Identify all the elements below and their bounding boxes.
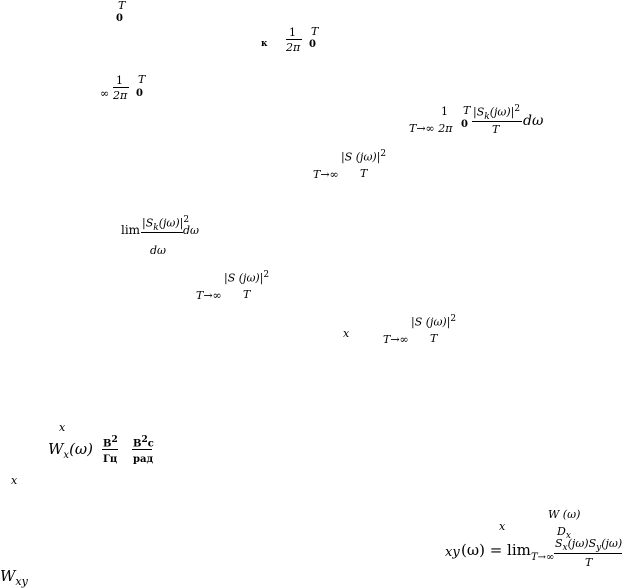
symbol-T: T bbox=[118, 0, 126, 12]
symbol-zero: 0 bbox=[136, 88, 143, 99]
cross-spectrum-numerator: Sx(jω)Sy(jω) bbox=[555, 537, 623, 554]
fraction-denominator-T: T bbox=[243, 288, 251, 301]
fraction-bar bbox=[113, 87, 129, 88]
symbol-x: x bbox=[59, 421, 66, 434]
spectrum-numerator: |Sk(jω)|2 bbox=[473, 104, 521, 122]
limit-subscript: T→∞ bbox=[313, 168, 339, 181]
symbol-infinity: ∞ bbox=[100, 87, 110, 100]
limit-subscript: T→∞ bbox=[531, 552, 555, 563]
spectral-density-label: W (ω) bbox=[548, 508, 581, 521]
differential-dw: dω bbox=[183, 224, 200, 237]
symbol-x: x bbox=[499, 520, 506, 533]
cross-density-subscript: xy bbox=[445, 545, 460, 560]
symbol-x: x bbox=[11, 474, 18, 487]
spectrum-numerator: |S (jω)|2 bbox=[411, 314, 457, 329]
dispersion-symbol: Dx bbox=[557, 525, 571, 542]
fraction-bar bbox=[132, 449, 152, 450]
fraction-bar bbox=[102, 449, 118, 450]
fraction-bar bbox=[141, 232, 183, 233]
unit-hertz: Гц bbox=[103, 454, 118, 465]
fraction-denominator-T: T bbox=[430, 332, 438, 345]
limit-operator: lim bbox=[121, 223, 141, 237]
fraction-denominator-2pi: 2π bbox=[113, 89, 128, 102]
symbol-T: T bbox=[138, 73, 146, 86]
spectrum-numerator: |S (jω)|2 bbox=[341, 149, 387, 164]
fraction-denominator-T: T bbox=[585, 556, 593, 569]
cross-density-equation: (ω) = lim bbox=[461, 541, 531, 559]
symbol-k: к bbox=[261, 39, 268, 49]
fraction-numerator-one: 1 bbox=[116, 74, 123, 87]
cross-density-symbol: Wxy bbox=[0, 567, 28, 588]
symbol-T: T bbox=[463, 104, 471, 117]
fraction-bar bbox=[472, 121, 522, 122]
fraction-bar bbox=[554, 553, 622, 554]
symbol-zero: 0 bbox=[461, 119, 468, 130]
limit-subscript: T→∞ 2π bbox=[409, 122, 453, 135]
fraction-bar bbox=[286, 39, 302, 40]
fraction-denominator-T: T bbox=[360, 167, 368, 180]
symbol-zero: 0 bbox=[309, 39, 316, 50]
spectrum-numerator: |Sk(jω)|2 bbox=[142, 215, 190, 233]
differential-dw: dω bbox=[150, 244, 167, 257]
limit-subscript: T→∞ bbox=[196, 289, 222, 302]
limit-subscript: T→∞ bbox=[383, 333, 409, 346]
fraction-denominator-2pi: 2π bbox=[286, 41, 301, 54]
spectrum-numerator: |S (jω)|2 bbox=[224, 270, 270, 285]
symbol-T: T bbox=[311, 25, 319, 38]
fraction-numerator-one: 1 bbox=[441, 105, 448, 118]
unit-radian: рад bbox=[133, 454, 154, 465]
symbol-zero: 0 bbox=[116, 13, 123, 24]
fraction-numerator-one: 1 bbox=[289, 26, 296, 39]
symbol-x: x bbox=[343, 327, 350, 340]
unit-volt-squared-second: В2с bbox=[133, 435, 154, 450]
spectral-density-symbol: Wx(ω) bbox=[48, 440, 93, 461]
differential-dw: dω bbox=[523, 113, 544, 129]
unit-volt-squared: В2 bbox=[103, 435, 118, 450]
fraction-denominator-T: T bbox=[492, 123, 500, 136]
